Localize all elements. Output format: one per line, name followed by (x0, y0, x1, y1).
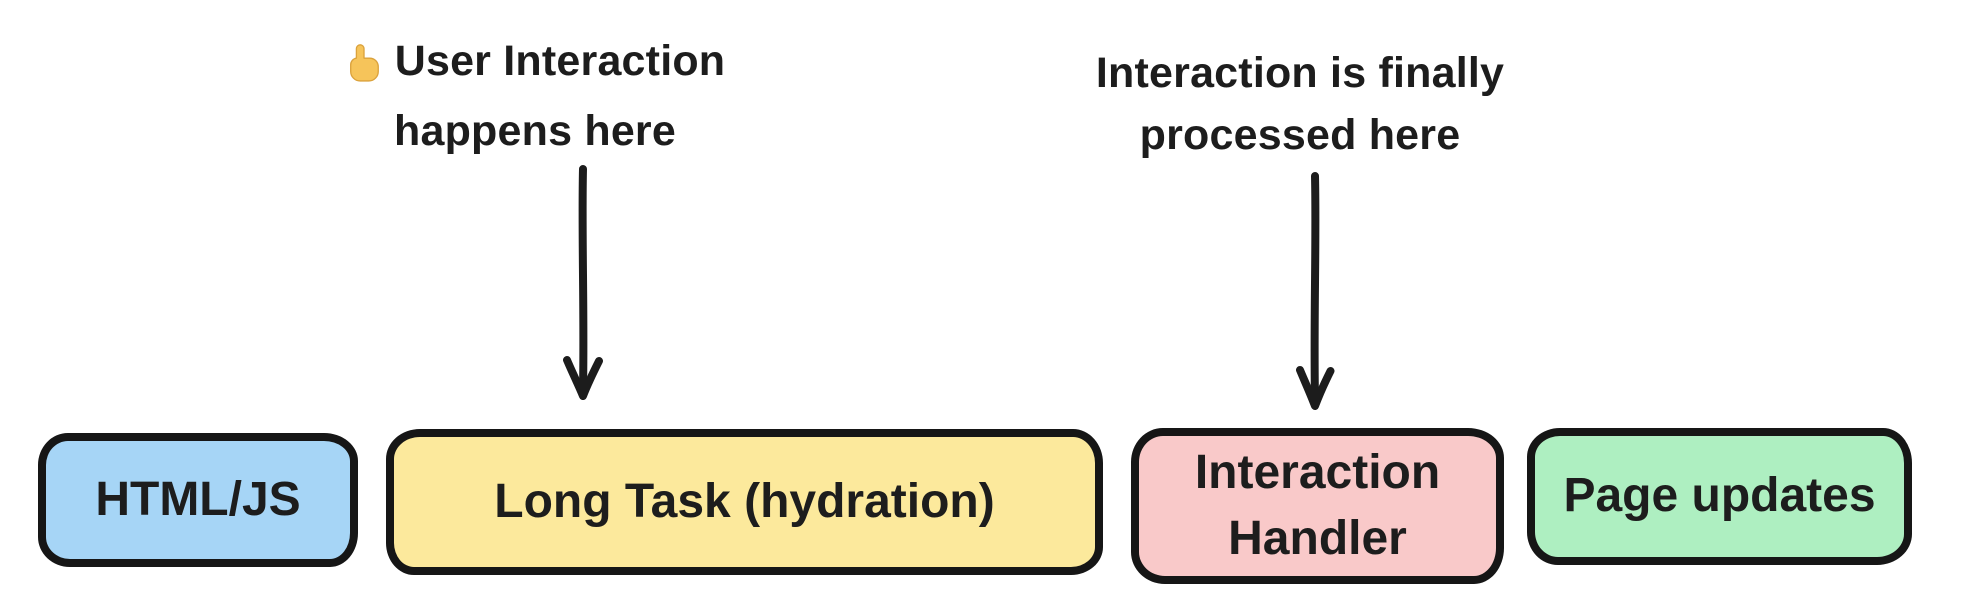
box-label: Long Task (hydration) (494, 474, 995, 528)
box-interaction-handler: Interaction Handler (1131, 428, 1504, 584)
pointing-up-icon (345, 38, 383, 100)
annotation-line-2: processed here (1139, 111, 1461, 159)
box-page-updates: Page updates (1527, 428, 1912, 565)
annotation-processed: Interaction is finally processed here (1030, 42, 1570, 166)
annotation-line-2: happens here (394, 107, 676, 155)
box-label: Interaction Handler (1194, 445, 1441, 565)
box-html-js: HTML/JS (38, 433, 358, 567)
down-arrow (1296, 172, 1335, 410)
box-label: Page updates (1563, 469, 1876, 523)
box-long-task: Long Task (hydration) (386, 429, 1103, 575)
box-label: HTML/JS (95, 472, 301, 526)
annotation-line-1: Interaction is finally (1095, 49, 1505, 97)
annotation-line-1: User Interaction (265, 30, 805, 100)
down-arrow (563, 165, 603, 400)
annotation-user-interaction: User Interaction happens here (265, 30, 805, 162)
annotation-text: User Interaction (394, 37, 726, 85)
